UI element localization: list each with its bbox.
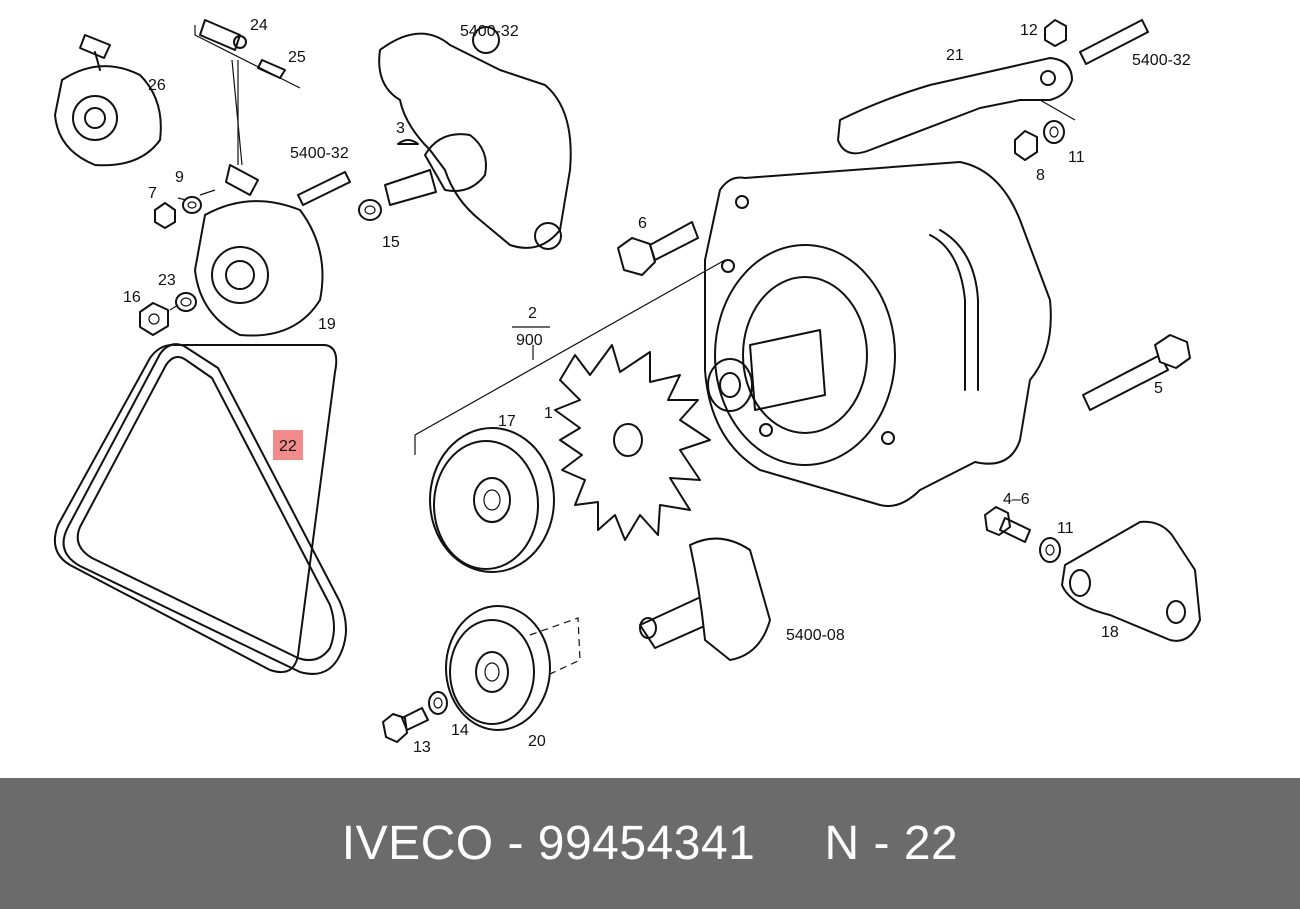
alternator	[704, 161, 1052, 507]
tensioner-19	[194, 59, 324, 337]
key-3	[397, 139, 419, 145]
label-19: 19	[318, 316, 336, 333]
label-4-6: 4–6	[1003, 491, 1030, 508]
label-20: 20	[528, 733, 546, 750]
bracket-18	[1061, 520, 1201, 642]
group-bracket	[414, 259, 726, 455]
ref-label-pump: 5400-32	[460, 23, 519, 40]
water-pump	[378, 26, 572, 250]
nut-12	[1044, 19, 1067, 47]
pulley-20	[445, 605, 581, 731]
washer-11-low	[1039, 537, 1061, 563]
washer-9	[182, 196, 202, 214]
fan-1	[554, 344, 711, 541]
bracket-21	[837, 57, 1073, 155]
ref-label-stud-left: 5400-32	[290, 145, 349, 162]
label-12: 12	[1020, 22, 1038, 39]
washer-15	[358, 199, 382, 221]
bolt-5	[1082, 334, 1191, 411]
label-13: 13	[413, 739, 431, 756]
label-9: 9	[175, 169, 184, 186]
label-16: 16	[123, 289, 141, 306]
washer-14	[428, 691, 448, 715]
bolt-13	[382, 707, 429, 743]
clip-25	[194, 25, 301, 89]
label-26: 26	[148, 77, 166, 94]
label-22: 22	[279, 438, 297, 455]
label-17: 17	[498, 413, 516, 430]
diagram-canvas: 1 2 900 3 4–6 5 6 7 8 9 11 11 12 13 14 1…	[54, 17, 1201, 756]
exploded-parts-diagram: 1 2 900 3 4–6 5 6 7 8 9 11 11 12 13 14 1…	[54, 17, 1201, 756]
washer-23	[175, 292, 197, 312]
pulley-17	[429, 427, 555, 573]
tensioner-26	[54, 34, 162, 167]
label-3: 3	[396, 120, 405, 137]
nut-16	[139, 302, 169, 336]
bolt-6	[617, 221, 699, 276]
label-14: 14	[451, 722, 469, 739]
label-6: 6	[638, 215, 647, 232]
label-2: 2	[528, 305, 537, 322]
ref-label-crankshaft: 5400-08	[786, 627, 845, 644]
bolt-4-6	[984, 506, 1031, 543]
label-25: 25	[288, 49, 306, 66]
washer-11-top	[1043, 120, 1065, 144]
v-belt-22	[54, 343, 347, 675]
label-18: 18	[1101, 624, 1119, 641]
stud-left	[297, 171, 351, 206]
label-2-sub: 900	[516, 332, 543, 349]
label-11-top: 11	[1068, 149, 1085, 166]
sensor-24	[199, 19, 247, 51]
part-number-caption: IVECO - 99454341 N - 22	[341, 817, 959, 870]
ref-label-stud-right: 5400-32	[1132, 52, 1191, 69]
label-8: 8	[1036, 167, 1045, 184]
label-15: 15	[382, 234, 400, 251]
stud-right	[1079, 19, 1149, 65]
highlight-box-22	[273, 430, 303, 460]
label-24: 24	[250, 17, 268, 34]
footer-bar: IVECO - 99454341 N - 22	[0, 778, 1300, 909]
leader-lines	[169, 99, 1076, 311]
label-1: 1	[544, 405, 553, 422]
label-7: 7	[148, 185, 157, 202]
crankshaft	[639, 537, 771, 661]
label-21: 21	[946, 47, 964, 64]
label-23: 23	[158, 272, 176, 289]
nut-8	[1014, 130, 1038, 161]
label-5: 5	[1154, 380, 1163, 397]
label-11-low: 11	[1057, 520, 1074, 537]
nut-7	[154, 202, 176, 229]
